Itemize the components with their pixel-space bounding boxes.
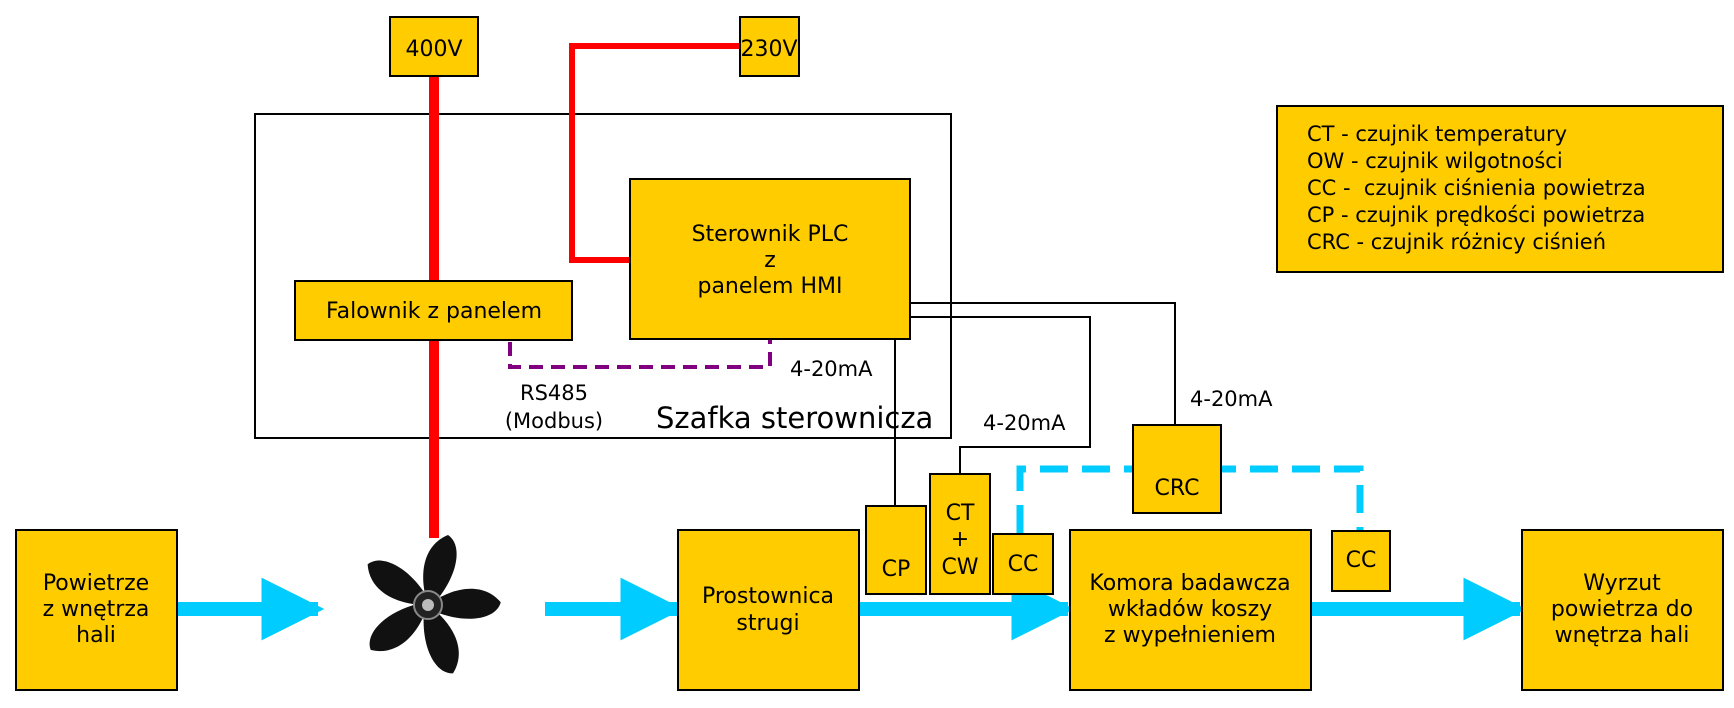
chamber-line2: wkładów koszy [1108, 597, 1272, 622]
inverter-label: Falownik z panelem [326, 299, 542, 324]
plc-line3: panelem HMI [697, 274, 842, 299]
fan-icon [367, 535, 501, 674]
signal-label-crc: 4-20mA [1190, 387, 1273, 411]
air-out-line1: Wyrzut [1583, 571, 1661, 596]
sensor-ctcw-box [929, 473, 991, 595]
legend-line-1: CT - czujnik temperatury [1307, 122, 1567, 146]
supply-400v-label: 400V [405, 37, 462, 62]
chamber-line3: z wypełnieniem [1104, 623, 1276, 648]
signal-line-crc [910, 302, 1176, 425]
straightener-box [677, 529, 860, 691]
chamber-line1: Komora badawcza [1089, 571, 1290, 596]
air-in-line2: z wnętrza [43, 597, 150, 622]
plc-box [629, 178, 911, 340]
air-in-box [15, 529, 178, 691]
air-in-line1: Powietrze [43, 571, 149, 596]
plc-line2: z [764, 248, 776, 273]
legend-box [1276, 105, 1724, 273]
air-out-line3: wnętrza hali [1555, 623, 1690, 648]
sensor-cc-left-box [992, 533, 1054, 595]
sensor-cc-right-label: CC [1346, 548, 1377, 573]
modbus-line [508, 340, 772, 369]
legend-line-4: CP - czujnik prędkości powietrza [1307, 203, 1645, 227]
modbus-label-1: RS485 [520, 381, 588, 405]
modbus-label-2: (Modbus) [505, 409, 603, 433]
sensor-cc-right-box [1331, 530, 1391, 592]
sensor-crc-box [1132, 424, 1222, 514]
sensor-cc-left-label: CC [1008, 552, 1039, 577]
sensor-crc-label: CRC [1155, 476, 1200, 501]
cabinet-frame [254, 113, 952, 439]
plc-line1: Sterownik PLC [692, 222, 849, 247]
supply-230v-box [739, 16, 800, 77]
straightener-line2: strugi [736, 611, 799, 636]
legend-line-5: CRC - czujnik różnicy ciśnień [1307, 230, 1606, 254]
signal-label-cp: 4-20mA [790, 357, 873, 381]
legend-line-2: OW - czujnik wilgotności [1307, 149, 1563, 173]
straightener-line1: Prostownica [702, 584, 834, 609]
signal-label-ctcw: 4-20mA [983, 411, 1066, 435]
air-in-line3: hali [76, 623, 116, 648]
sensor-cp-box [865, 505, 927, 595]
sensor-ctcw-line3: CW [941, 555, 978, 580]
chamber-box [1069, 529, 1312, 691]
cabinet-label: Szafka sterownicza [656, 401, 933, 435]
air-out-line2: powietrza do [1551, 597, 1693, 622]
air-out-box [1521, 529, 1724, 691]
supply-230v-label: 230V [740, 37, 797, 62]
sensor-ctcw-line2: + [951, 527, 969, 552]
sensor-ctcw-line1: CT [946, 501, 975, 526]
sensor-cp-label: CP [882, 557, 911, 582]
signal-line-ctcw [910, 316, 1091, 474]
legend-line-3: CC - czujnik ciśnienia powietrza [1307, 176, 1646, 200]
inverter-box [294, 280, 573, 341]
power-line-230v [569, 43, 740, 263]
supply-400v-box [389, 16, 479, 77]
